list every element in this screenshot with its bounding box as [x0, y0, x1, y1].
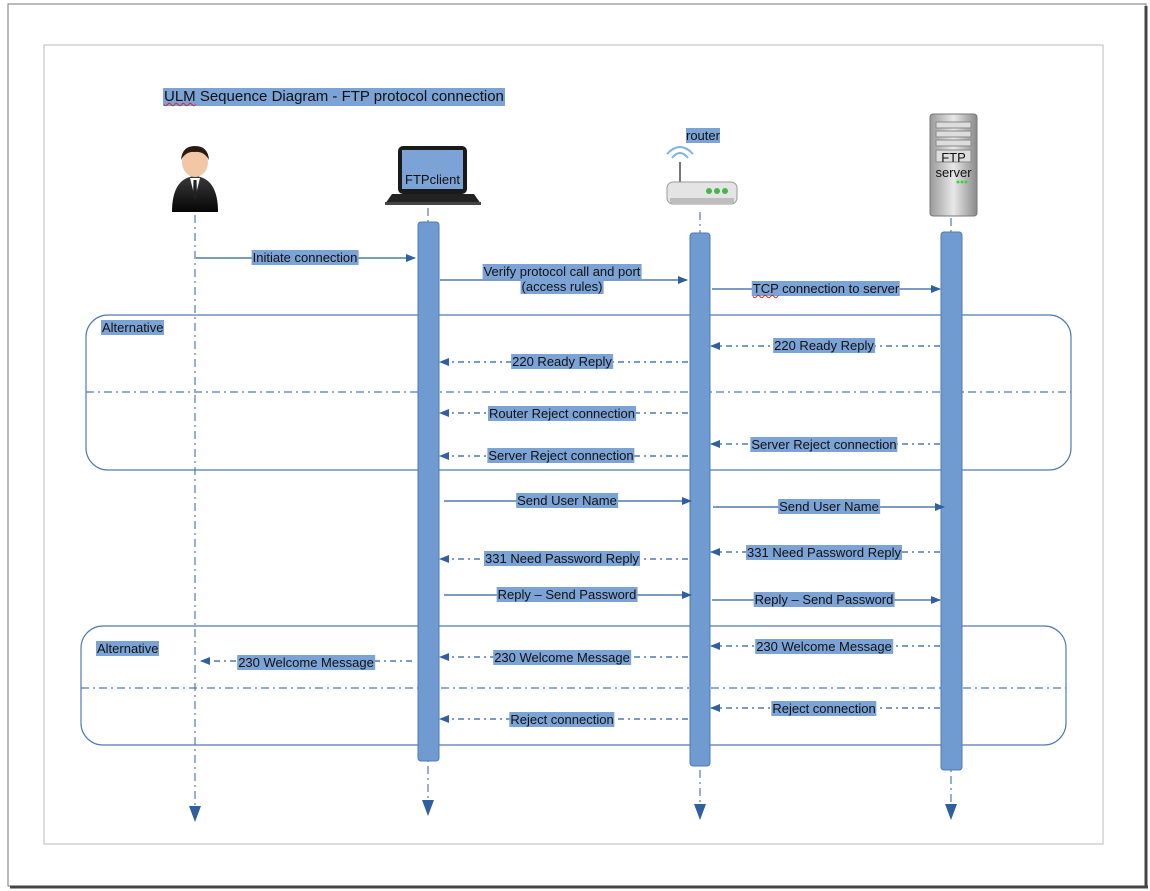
msg-tcp-rest: connection to server [778, 281, 900, 296]
msg-initiate-connection: Initiate connection [251, 250, 359, 265]
diagram-title: ULM Sequence Diagram - FTP protocol conn… [163, 88, 505, 106]
user-lifeline-end-arrow [189, 806, 201, 822]
msg-tcp-connection: TCP connection to server [751, 281, 901, 296]
user-icon [172, 146, 218, 212]
text-area-border [43, 44, 1104, 845]
router-label: router [686, 128, 720, 143]
msg-tcp-misspelled: TCP [752, 281, 779, 296]
msg-welcome-server: 230 Welcome Message [755, 639, 893, 654]
msg-send-user-router: Send User Name [778, 499, 880, 514]
msg-send-pw-client: Reply – Send Password [496, 587, 638, 602]
router-lifeline-end-arrow [694, 804, 706, 820]
ftpclient-lifeline-end-arrow [422, 800, 434, 816]
msg-ready-router: 220 Ready Reply [511, 354, 613, 369]
server-lifeline-end-arrow [945, 804, 957, 820]
server-icon [929, 113, 978, 217]
title-rest: Sequence Diagram - FTP protocol connecti… [195, 88, 504, 105]
router-activation [689, 232, 711, 767]
msg-reject-server: Reject connection [771, 701, 877, 716]
alt-fragment-1-label: Alternative [101, 320, 165, 335]
msg-server-reject-router: Server Reject connection [487, 448, 635, 463]
server-activation [940, 231, 963, 771]
msg-send-user-client: Send User Name [516, 493, 618, 508]
msg-verify-line-2: (access rules) [520, 279, 604, 294]
msg-welcome-user: 230 Welcome Message [237, 655, 375, 670]
msg-need-pw-server: 331 Need Password Reply [746, 545, 902, 560]
msg-send-pw-router: Reply – Send Password [753, 592, 895, 607]
msg-need-pw-router: 331 Need Password Reply [484, 551, 640, 566]
msg-welcome-router: 230 Welcome Message [493, 650, 631, 665]
msg-verify-line-1: Verify protocol call and port [482, 264, 642, 279]
server-label-line-1: FTP [941, 150, 966, 165]
ftpclient-label: FTPclient [402, 172, 463, 187]
server-label-line-2: server [935, 165, 972, 180]
msg-reject-router: Reject connection [509, 712, 615, 727]
alt-fragment-2-label: Alternative [96, 641, 160, 656]
alt-fragment-2 [80, 625, 1067, 746]
msg-verify-protocol: Verify protocol call and port(access rul… [482, 264, 642, 294]
router-icon [666, 146, 738, 205]
msg-server-reject-server: Server Reject connection [750, 437, 898, 452]
msg-router-reject: Router Reject connection [488, 406, 636, 421]
msg-ready-server: 220 Ready Reply [773, 338, 875, 353]
ftpclient-activation [417, 221, 440, 762]
title-misspelled-word: ULM [164, 88, 196, 105]
